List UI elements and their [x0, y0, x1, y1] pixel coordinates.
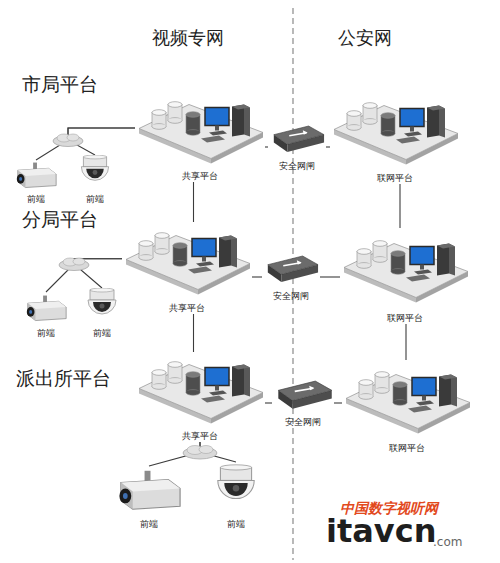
- dome-illustration: [210, 462, 262, 517]
- node-label: 前端: [12, 327, 80, 339]
- node-label: 前端: [200, 518, 272, 530]
- gateway-node: 安全网闸: [272, 378, 334, 428]
- node-label: 前端: [72, 327, 132, 339]
- cloud-symbol: [53, 134, 83, 147]
- node-label: 前端: [102, 518, 196, 530]
- cloud-symbol: [183, 446, 217, 460]
- node-label: 安全网闸: [258, 160, 336, 172]
- platform-node: 联网平台: [340, 228, 470, 324]
- row-label: 市局平台: [22, 72, 98, 98]
- gate-illustration: [272, 378, 334, 415]
- network-link: [252, 276, 262, 277]
- dome-illustration: [82, 288, 122, 326]
- network-link: [193, 182, 194, 222]
- gate-illustration: [262, 252, 320, 289]
- camera-node: 前端: [75, 155, 115, 205]
- node-label: 联网平台: [320, 172, 470, 184]
- platform-node: 共享平台: [135, 92, 265, 182]
- gate-illustration: [268, 122, 326, 159]
- watermark: itavcn: [326, 512, 436, 550]
- platform-node: 联网平台: [342, 360, 472, 454]
- plat-illustration: [135, 92, 265, 169]
- cloud-symbol: [59, 258, 89, 271]
- camera-node: 前端: [22, 292, 70, 339]
- network-link: [36, 128, 135, 160]
- watermark: .com: [433, 535, 462, 549]
- network-link: [265, 146, 268, 147]
- camera-node: 前端: [12, 160, 60, 205]
- dome-illustration: [75, 155, 115, 192]
- gateway-node: 安全网闸: [268, 122, 326, 172]
- node-label: 前端: [2, 193, 70, 205]
- plat-illustration: [330, 92, 460, 171]
- plat-illustration: [340, 228, 470, 311]
- camera-node: 前端: [112, 466, 186, 530]
- plat-illustration: [135, 352, 265, 429]
- node-label: 前端: [65, 193, 125, 205]
- network-link: [334, 402, 342, 403]
- column-header: 公安网: [338, 26, 392, 50]
- node-label: 共享平台: [125, 430, 275, 442]
- node-label: 安全网闸: [262, 416, 344, 428]
- node-label: 安全网闸: [252, 290, 330, 302]
- camera-node: 前端: [82, 288, 122, 339]
- column-header: 视频专网: [152, 26, 224, 50]
- boxcam-illustration: [22, 292, 70, 326]
- network-link: [320, 276, 340, 277]
- platform-node: 联网平台: [330, 92, 460, 184]
- network-link: [265, 402, 272, 403]
- node-label: 共享平台: [112, 302, 262, 314]
- network-link: [399, 184, 400, 228]
- gateway-node: 安全网闸: [262, 252, 320, 302]
- network-link: [405, 324, 406, 360]
- boxcam-illustration: [112, 466, 186, 517]
- camera-node: 前端: [210, 462, 262, 530]
- platform-node: 共享平台: [135, 352, 265, 442]
- row-label: 分局平台: [22, 207, 98, 233]
- network-link: [74, 259, 122, 288]
- plat-illustration: [122, 222, 252, 301]
- node-label: 联网平台: [332, 442, 482, 454]
- platform-node: 共享平台: [122, 222, 252, 314]
- row-label: 派出所平台: [16, 366, 111, 392]
- node-label: 联网平台: [330, 312, 480, 324]
- network-link: [326, 146, 330, 147]
- boxcam-illustration: [12, 160, 60, 192]
- network-link: [46, 259, 122, 292]
- node-label: 共享平台: [125, 170, 275, 182]
- network-link: [193, 314, 194, 352]
- plat-illustration: [342, 360, 472, 441]
- network-divider: [292, 8, 293, 560]
